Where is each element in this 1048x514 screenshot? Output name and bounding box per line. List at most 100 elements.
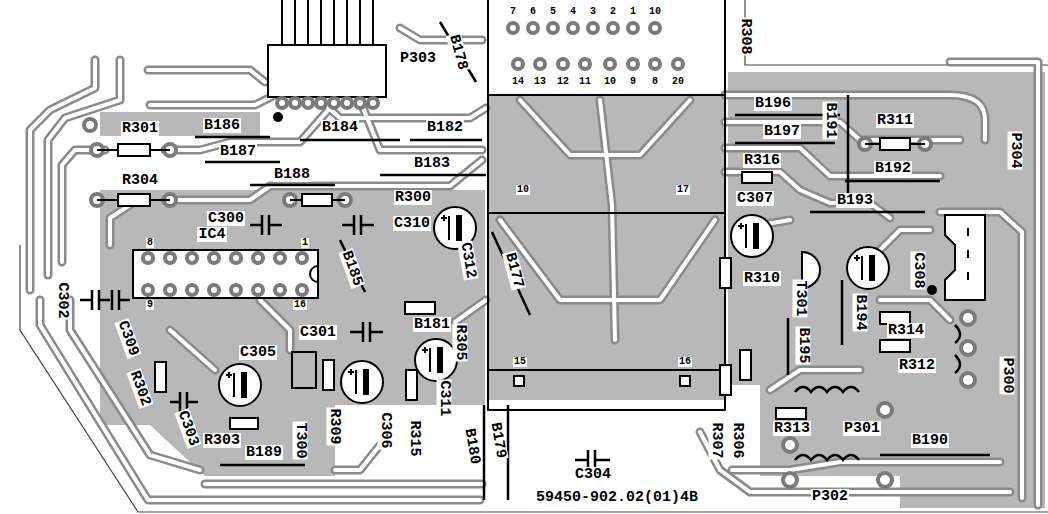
pin-one-marker bbox=[273, 112, 283, 122]
part-label: R314 bbox=[887, 323, 925, 338]
frame-lines bbox=[745, 0, 1048, 65]
resistor-symbol bbox=[720, 365, 731, 395]
electrolytic-capacitor bbox=[738, 223, 744, 229]
connector-p303 bbox=[282, 0, 373, 45]
pin-number: 15 bbox=[513, 357, 527, 367]
wire-jumper bbox=[440, 22, 476, 82]
wire-jumper bbox=[492, 232, 530, 315]
solder-pad bbox=[628, 23, 638, 33]
display-module bbox=[488, 94, 725, 96]
resistor-symbol bbox=[776, 408, 806, 419]
pin-number: 10 bbox=[648, 7, 662, 17]
part-label: R306 bbox=[729, 421, 744, 459]
solder-pad bbox=[878, 403, 892, 417]
part-label: B196 bbox=[754, 96, 792, 111]
part-label: B188 bbox=[273, 167, 311, 182]
display-module bbox=[488, 212, 725, 214]
solder-pad bbox=[342, 98, 352, 108]
resistor-symbol bbox=[155, 362, 166, 392]
wire-jumper bbox=[847, 95, 850, 200]
part-label: R316 bbox=[743, 153, 781, 168]
electrolytic-capacitor bbox=[348, 369, 354, 375]
pin-number: 9 bbox=[146, 300, 154, 310]
resistor-symbol bbox=[720, 258, 731, 288]
solder-pad bbox=[165, 285, 175, 295]
resistor-symbol bbox=[323, 360, 334, 390]
solder-pad bbox=[580, 59, 590, 69]
ic-outline bbox=[310, 266, 318, 282]
solder-pad bbox=[297, 253, 307, 263]
part-label: R300 bbox=[394, 190, 432, 205]
pin-number: 1 bbox=[301, 238, 309, 248]
electrolytic-capacitor bbox=[429, 348, 431, 372]
part-label: B195 bbox=[795, 326, 810, 364]
resistor-symbol bbox=[405, 302, 435, 314]
part-label: C304 bbox=[574, 467, 612, 482]
resistor-symbol bbox=[302, 194, 332, 206]
solder-pad bbox=[961, 373, 975, 387]
part-label: B183 bbox=[413, 156, 451, 171]
part-label: R311 bbox=[876, 113, 914, 128]
pin-number: 5 bbox=[549, 7, 557, 17]
part-label: P300 bbox=[999, 356, 1014, 394]
pin-number: 16 bbox=[293, 300, 307, 310]
wire-jumper bbox=[880, 454, 990, 457]
part-label: B185 bbox=[338, 248, 365, 289]
pin-number: 1 bbox=[629, 7, 637, 17]
solder-pad bbox=[84, 23, 975, 487]
solder-pad bbox=[231, 285, 241, 295]
wire-jumper bbox=[483, 405, 486, 500]
solder-pad bbox=[187, 253, 197, 263]
solder-pad bbox=[253, 285, 263, 295]
coil-symbol bbox=[795, 455, 859, 460]
part-label: C303 bbox=[174, 408, 201, 449]
wire-jumper bbox=[250, 184, 335, 187]
solder-pad bbox=[878, 473, 892, 487]
pin-number: 8 bbox=[146, 238, 154, 248]
part-label: P302 bbox=[811, 489, 849, 504]
part-label: R313 bbox=[773, 421, 811, 436]
part-label: R310 bbox=[743, 271, 781, 286]
part-label: R308 bbox=[737, 17, 752, 55]
solder-pad bbox=[535, 59, 545, 69]
pin-number: 17 bbox=[676, 185, 690, 195]
resistor-symbol bbox=[118, 144, 150, 156]
solder-pad bbox=[231, 253, 241, 263]
connector-p304 bbox=[945, 215, 985, 300]
pin-number: 13 bbox=[533, 77, 547, 87]
electrolytic-capacitor bbox=[219, 364, 261, 406]
solder-pad bbox=[783, 473, 797, 487]
capacitor-symbol bbox=[250, 215, 282, 235]
capacitor-symbol bbox=[350, 322, 383, 342]
solder-pad bbox=[783, 438, 797, 452]
copper-trace bbox=[30, 28, 1038, 505]
pin-number: 12 bbox=[556, 77, 570, 87]
pin-number: 9 bbox=[629, 77, 637, 87]
solder-pad bbox=[329, 98, 339, 108]
electrolytic-capacitor bbox=[219, 207, 889, 406]
solder-pad bbox=[558, 59, 568, 69]
part-label: R312 bbox=[898, 358, 936, 373]
pin-number: 11 bbox=[578, 77, 592, 87]
resistor-symbol bbox=[230, 418, 258, 429]
part-label: B181 bbox=[413, 317, 451, 332]
connector-p303 bbox=[268, 0, 386, 97]
solder-pad bbox=[143, 285, 153, 295]
wire-jumper bbox=[810, 211, 925, 214]
solder-pad bbox=[277, 98, 287, 108]
pin-number: 7 bbox=[509, 7, 517, 17]
copper-trace bbox=[30, 28, 1038, 505]
part-label: C309 bbox=[114, 318, 141, 359]
electrolytic-capacitor bbox=[847, 247, 889, 289]
part-label: B194 bbox=[852, 293, 867, 331]
solder-pad bbox=[650, 23, 660, 33]
solder-pad bbox=[508, 23, 518, 33]
electrolytic-capacitor bbox=[847, 247, 889, 289]
connector-p303 bbox=[268, 45, 386, 97]
wire-jumper bbox=[787, 318, 790, 375]
solder-pad bbox=[355, 98, 365, 108]
wire-jumper bbox=[845, 180, 940, 183]
display-module bbox=[488, 0, 725, 410]
coil-symbol bbox=[795, 325, 960, 460]
